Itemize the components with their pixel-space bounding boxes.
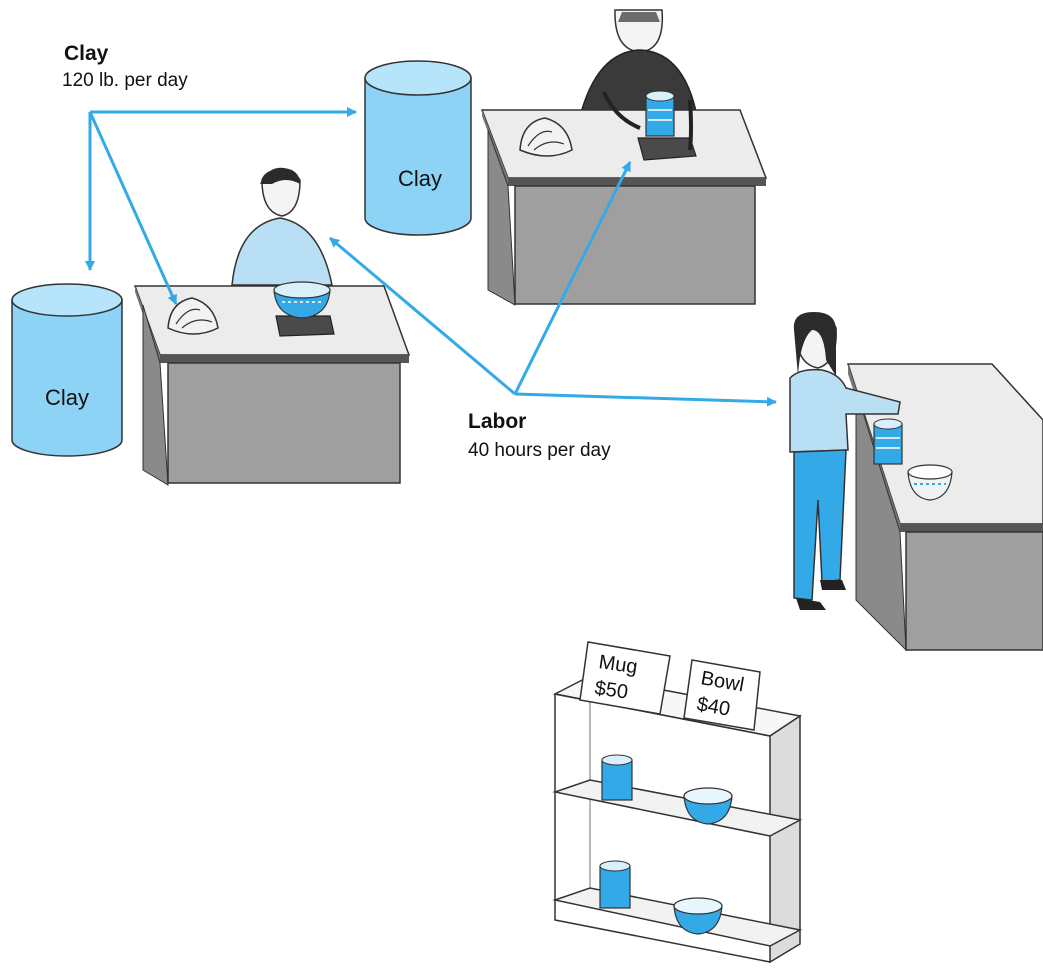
clay-flow-arrows	[85, 107, 357, 305]
clay-bin-top: Clay	[364, 60, 472, 236]
clay-bin-left-label: Clay	[45, 385, 89, 410]
top-pottery-wheel	[637, 137, 697, 161]
top-worker-arms	[602, 91, 693, 151]
price-tag-mug: Mug $50	[579, 641, 671, 715]
price-tag-mug-price: $50	[593, 677, 629, 703]
middle-bowl-icon	[273, 281, 331, 319]
labor-input-title: Labor	[468, 410, 527, 433]
shelf-bowl-upper-icon	[683, 787, 733, 825]
clay-bin-left: Clay	[11, 283, 123, 457]
top-clay-lump-icon	[519, 117, 573, 157]
middle-clay-lump-icon	[167, 297, 219, 335]
labor-arrow-to-top-worker	[513, 161, 632, 395]
right-bowl-icon	[907, 464, 953, 501]
clay-arrow-to-middle-table	[88, 111, 178, 305]
price-tag-bowl: Bowl $40	[683, 659, 761, 731]
top-table	[480, 109, 768, 306]
right-worker	[789, 312, 901, 610]
labor-input-rate: 40 hours per day	[468, 440, 611, 461]
middle-worker	[231, 167, 333, 286]
clay-input-title: Clay	[64, 42, 109, 65]
clay-bin-top-label: Clay	[398, 166, 442, 191]
labor-arrow-to-right-worker	[514, 392, 777, 407]
clay-input-rate: 120 lb. per day	[62, 70, 188, 91]
labor-flow-arrows	[329, 161, 777, 407]
shelf-mug-lower-icon	[599, 860, 631, 909]
shelf-mug-upper-icon	[601, 754, 633, 801]
middle-pottery-wheel	[275, 315, 335, 337]
right-mug-icon	[873, 418, 903, 465]
top-mug-icon	[645, 90, 675, 137]
labor-arrow-to-middle-worker	[329, 236, 516, 396]
price-tag-mug-item: Mug	[597, 651, 639, 678]
shelf-bowl-lower-icon	[673, 897, 723, 935]
